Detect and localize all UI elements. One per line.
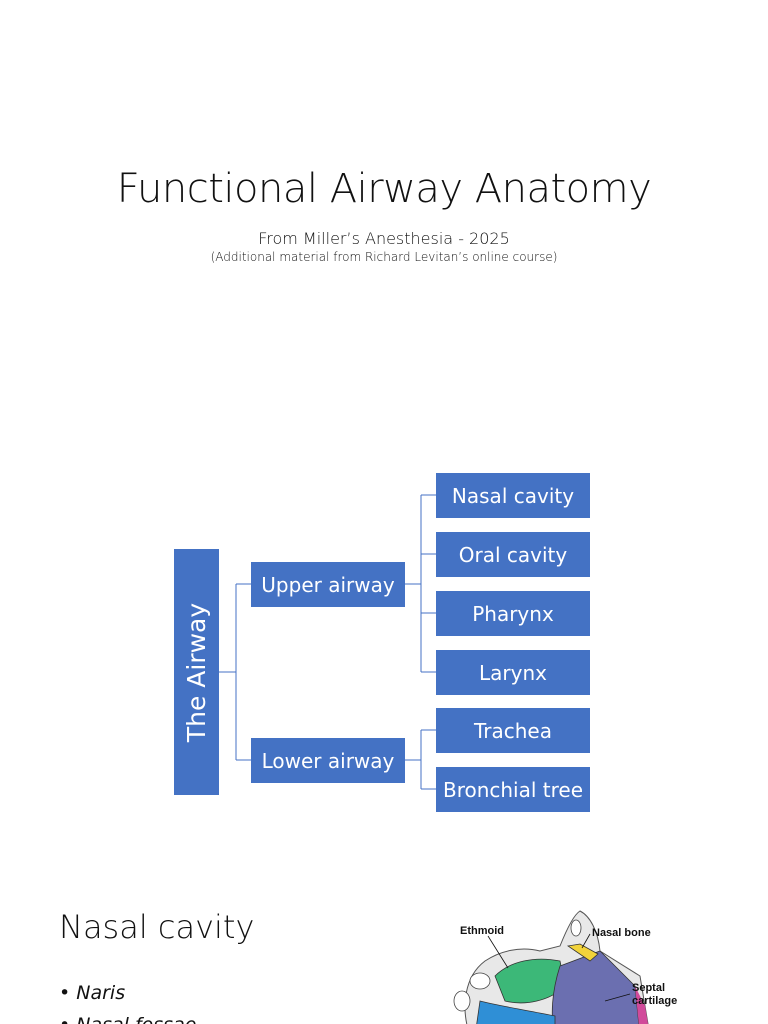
nasal-anatomy-illustration: Ethmoid Nasal bone Septal cartilage — [453, 910, 677, 1024]
slide-heading: Nasal cavity — [59, 908, 255, 946]
page-title: Functional Airway Anatomy — [116, 166, 652, 212]
nasal-bone-region — [566, 943, 599, 962]
airway-hierarchy-slide: The Airway Upper airway Lower airway Nas… — [0, 432, 768, 864]
label-septal-cartilage: Septal cartilage — [632, 982, 677, 1007]
label-nasal-bone: Nasal bone — [592, 927, 651, 939]
connector-lower — [405, 729, 436, 790]
frontal-sinus-shape — [570, 919, 582, 937]
root-node-label: The Airway — [182, 602, 211, 742]
label-ethmoid: Ethmoid — [460, 925, 504, 937]
source-note: (Additional material from Richard Levita… — [210, 250, 558, 264]
skin-edge — [635, 986, 648, 1024]
node-pharynx: Pharynx — [436, 591, 590, 636]
nasal-cavity-slide: Nasal cavity • Naris • Nasal fossae Ethm… — [0, 864, 768, 1024]
foramen-shape — [453, 990, 471, 1012]
connector-root — [219, 583, 251, 761]
node-lower-airway: Lower airway — [251, 738, 405, 783]
node-upper-airway: Upper airway — [251, 562, 405, 607]
node-trachea: Trachea — [436, 708, 590, 753]
node-larynx: Larynx — [436, 650, 590, 695]
node-bronchial-tree: Bronchial tree — [436, 767, 590, 812]
leader-line-septal-cartilage — [604, 993, 631, 1002]
connector-upper — [405, 494, 436, 673]
leader-line-nasal-bone — [581, 933, 591, 949]
node-nasal-cavity: Nasal cavity — [436, 473, 590, 518]
foramen-shape — [469, 972, 491, 990]
subtitle: From Miller’s Anesthesia - 2025 — [258, 229, 510, 248]
node-oral-cavity: Oral cavity — [436, 532, 590, 577]
root-node-the-airway: The Airway — [174, 549, 219, 795]
hierarchy-connectors — [219, 494, 436, 790]
leader-line-ethmoid — [487, 935, 509, 969]
bullet-item: • Naris — [59, 982, 126, 1004]
vomer-region — [476, 1000, 556, 1024]
title-slide: Functional Airway Anatomy From Miller’s … — [0, 0, 768, 432]
bullet-item: • Nasal fossae — [59, 1014, 196, 1024]
